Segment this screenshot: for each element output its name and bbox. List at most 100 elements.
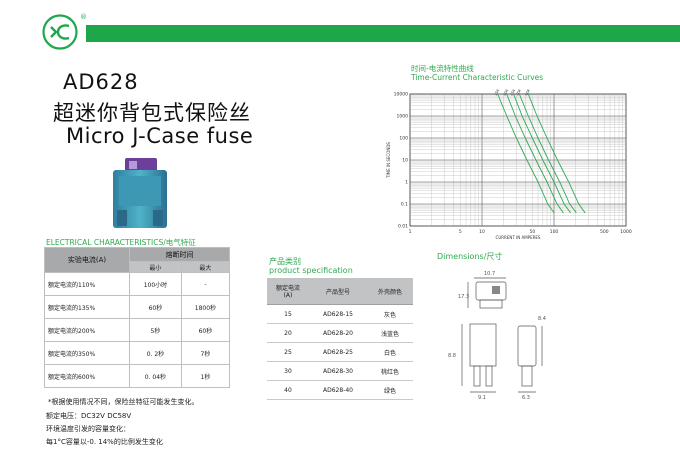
table-row: 15 AD628-15 灰色	[267, 304, 413, 324]
x-tick-label: 5	[459, 229, 462, 235]
series-line-20A	[506, 93, 564, 214]
row-min: 0. 2秒	[129, 341, 182, 365]
product-spec-table: 额定电流 (A) 产品型号 外壳颜色 15 AD628-15 灰色 20 AD6…	[267, 278, 413, 400]
row-max: 7秒	[180, 341, 231, 365]
row-label: 额定电流的350%	[44, 341, 130, 365]
row-min: 60秒	[129, 295, 182, 319]
series-line-15A	[497, 93, 555, 214]
series-label: 25A	[509, 88, 516, 96]
cell-color: 浅蓝色	[367, 323, 413, 343]
cell-model: AD628-25	[309, 342, 367, 362]
y-tick-label: 10	[402, 158, 408, 164]
cell-color: 灰色	[367, 304, 413, 324]
table-row: 额定电流的350% 0. 2秒 7秒	[44, 341, 231, 365]
col-color: 外壳颜色	[367, 278, 413, 305]
series-line-25A	[513, 93, 571, 214]
row-min: 100小时	[129, 272, 182, 296]
y-tick-label: 10000	[394, 92, 408, 98]
table-row: 40 AD628-40 绿色	[267, 380, 413, 400]
row-max: 1秒	[180, 364, 231, 388]
dim-label: 8.8	[448, 353, 456, 359]
note-usage: *根据使用情况不同，保险丝特征可能发生变化。	[48, 398, 199, 406]
row-max: 60秒	[180, 318, 231, 342]
row-label: 额定电流的135%	[44, 295, 130, 319]
table-row: 额定电流的200% 5秒 60秒	[44, 318, 231, 342]
x-tick-label: 100	[550, 229, 559, 235]
series-label: 40A	[524, 88, 531, 96]
col-rating: 额定电流 (A)	[267, 278, 309, 305]
series-line-30A	[518, 93, 577, 214]
cell-rating: 20	[267, 323, 309, 343]
col-model: 产品型号	[309, 278, 367, 305]
note-derating: 每1°C容量以-0. 14%的比例发生变化	[46, 438, 163, 446]
row-min: 0. 04秒	[129, 364, 182, 388]
y-tick-label: 0.1	[401, 202, 408, 208]
product-spec-heading-en: product specification	[269, 266, 353, 275]
cell-model: AD628-15	[309, 304, 367, 324]
y-tick-label: 0.01	[398, 224, 408, 230]
electrical-heading: ELECTRICAL CHARACTERISTICS/电气特征	[46, 238, 196, 247]
series-label: 20A	[502, 88, 509, 96]
note-voltage: 额定电压：DC32V DC58V	[46, 412, 132, 420]
y-axis-label: TIME IN SECONDS	[386, 142, 391, 179]
product-name-cn: 超迷你背包式保险丝	[53, 101, 251, 125]
table-row: 额定电流的600% 0. 04秒 1秒	[44, 364, 231, 388]
col-test-current: 实验电流(A)	[44, 247, 130, 273]
row-max: 1800秒	[180, 295, 231, 319]
x-tick-label: 1000	[620, 229, 632, 235]
model-title: AD628	[63, 70, 139, 94]
series-label: 30A	[515, 88, 522, 96]
cell-color: 白色	[367, 342, 413, 362]
cell-color: 绿色	[367, 380, 413, 400]
x-axis-label: CURRENT IN AMPERES	[496, 235, 541, 240]
row-label: 额定电流的200%	[44, 318, 130, 342]
row-max: -	[180, 272, 231, 296]
table-row: 额定电流的110% 100小时 -	[44, 272, 231, 296]
y-tick-label: 1000	[397, 114, 409, 120]
y-tick-label: 1	[405, 180, 408, 186]
x-tick-label: 50	[529, 229, 535, 235]
cell-rating: 30	[267, 361, 309, 381]
series-label: 15A	[493, 88, 500, 96]
chart-title-cn: 时间-电流特性曲线	[411, 64, 474, 73]
note-temperature: 环境温度引发的容量变化：	[46, 425, 130, 433]
cell-color: 桃红色	[367, 361, 413, 381]
row-label: 额定电流的600%	[44, 364, 130, 388]
table-row: 25 AD628-25 白色	[267, 342, 413, 362]
x-tick-label: 10	[479, 229, 485, 235]
x-tick-label: 500	[600, 229, 609, 235]
series-line-40A	[527, 93, 586, 214]
y-tick-label: 100	[399, 136, 408, 142]
registered-mark: ®	[80, 13, 87, 21]
row-label: 额定电流的110%	[44, 272, 130, 296]
electrical-table: 实验电流(A) 熔断时间 最小 最大 额定电流的110% 100小时 - 额定电…	[44, 247, 231, 388]
table-row: 额定电流的135% 60秒 1800秒	[44, 295, 231, 319]
cell-rating: 25	[267, 342, 309, 362]
dimensions-drawing: 10.7 17.3 9.1 8.8 6.3 8.4	[448, 271, 546, 401]
row-min: 5秒	[129, 318, 182, 342]
cell-model: AD628-40	[309, 380, 367, 400]
cell-rating: 40	[267, 380, 309, 400]
col-max: 最大	[180, 261, 231, 273]
fuse-product-image	[113, 158, 167, 228]
cell-rating: 15	[267, 304, 309, 324]
col-min: 最小	[129, 261, 182, 273]
col-fuse-time: 熔断时间	[129, 247, 230, 262]
dimensions-title: Dimensions/尺寸	[437, 252, 503, 261]
dim-label: 6.3	[522, 395, 530, 401]
dim-label: 8.4	[538, 316, 546, 322]
chart-title: Time-Current Characteristic Curves	[411, 73, 544, 82]
dim-label: 10.7	[484, 271, 495, 277]
cell-model: AD628-20	[309, 323, 367, 343]
x-tick-label: 1	[409, 229, 412, 235]
brand-logo-icon	[42, 14, 78, 50]
product-name-en: Micro J-Case fuse	[66, 124, 254, 148]
product-spec-heading-cn: 产品类别	[269, 257, 301, 266]
table-row: 20 AD628-20 浅蓝色	[267, 323, 413, 343]
dim-label: 17.3	[458, 294, 469, 300]
time-current-chart: 1 5 10 50 100 500 1000 10000 1000 100 10 1 0.1 0.01CU…	[386, 88, 632, 240]
dim-label: 9.1	[478, 395, 486, 401]
cell-model: AD628-30	[309, 361, 367, 381]
header-bar	[86, 25, 680, 42]
table-row: 30 AD628-30 桃红色	[267, 361, 413, 381]
